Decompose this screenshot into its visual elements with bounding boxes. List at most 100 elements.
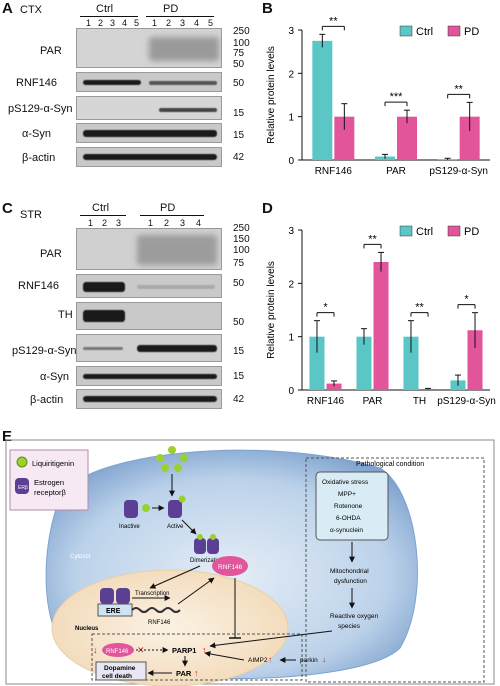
bar-pd <box>459 116 480 160</box>
transcription-label: Transcription <box>135 591 169 597</box>
par-label: PAR <box>176 669 192 678</box>
panel-c-row-th: TH <box>58 309 73 321</box>
y-tick-label: 0 <box>288 386 294 397</box>
y-tick-label: 3 <box>288 26 294 37</box>
parkin-label: parkin <box>300 657 318 664</box>
bar-pd <box>334 116 355 160</box>
svg-text:↑: ↑ <box>202 645 207 655</box>
ere-label: ERE <box>106 608 121 615</box>
panel-c-blot-th <box>76 302 222 330</box>
legend-swatch <box>399 225 413 237</box>
er-dimer-1 <box>194 538 206 554</box>
panel-a-row-bactin: β-actin <box>22 152 56 164</box>
ros-line-1: species <box>338 623 361 630</box>
panel-c-row-asyn: α-Syn <box>40 371 69 383</box>
panel-c-pd-label: PD <box>160 202 176 214</box>
panel-c-marker-75: 75 <box>233 258 245 269</box>
significance-label: *** <box>390 91 404 103</box>
panel-c-blot-par <box>76 228 222 270</box>
death-line-0: Dopamine <box>104 665 136 672</box>
panel-a-marker-75: 75 <box>233 48 245 59</box>
ligand-legend-icon <box>16 456 28 468</box>
category-label: PAR <box>386 166 406 177</box>
bar-ctrl <box>356 336 372 390</box>
stress-line-3: 6-OHDA <box>336 515 361 522</box>
diagram-e: Liquiritigenin ERβ Estrogen receptorβ In… <box>5 439 495 686</box>
inactive-label: Inactive <box>119 524 140 530</box>
er-active <box>168 500 182 518</box>
panel-c-blot-asyn <box>76 366 222 386</box>
significance-label: ** <box>415 302 424 314</box>
er-dimer-2 <box>207 538 219 554</box>
stress-line-2: Rotenone <box>334 503 363 510</box>
category-label: pS129-α-Syn <box>429 166 488 177</box>
panel-a-pd-label: PD <box>163 3 179 15</box>
legend-swatch <box>399 25 413 37</box>
panel-a-marker-15b: 15 <box>233 130 245 141</box>
svg-text:ERβ: ERβ <box>18 485 28 491</box>
category-label: RNF146 <box>315 166 353 177</box>
legend-label: PD <box>464 26 479 38</box>
y-tick-label: 3 <box>288 226 294 237</box>
panel-a-marker-100: 100 <box>233 38 250 49</box>
stress-box <box>315 471 389 541</box>
panel-c-ctrl-line <box>80 215 126 216</box>
svg-text:RNF146: RNF146 <box>106 649 129 655</box>
panel-c-marker-150: 150 <box>233 234 250 245</box>
mito-line-0: Mitochondrial <box>330 568 369 575</box>
significance-label: * <box>464 294 469 306</box>
death-box <box>95 661 147 681</box>
panel-a-marker-250: 250 <box>233 26 250 37</box>
panel-a-marker-15a: 15 <box>233 108 245 119</box>
panel-c-marker-50b: 50 <box>233 317 245 328</box>
receptor-legend-icon <box>15 478 29 494</box>
panel-c-ctrl-label: Ctrl <box>92 202 110 214</box>
panel-a-pd-line <box>146 16 214 17</box>
y-tick-label: 2 <box>288 279 294 290</box>
bar-pd <box>373 262 389 390</box>
death-line-1: cell death <box>102 673 132 680</box>
svg-text:↑: ↑ <box>194 668 199 678</box>
panel-a-row-par: PAR <box>40 45 62 57</box>
panel-a-ctrl-line <box>80 16 138 17</box>
panel-c-letter: C <box>2 200 13 217</box>
panel-c-row-par: PAR <box>40 248 62 260</box>
diagram-border <box>5 439 495 685</box>
aimp2-label: AIMP2 <box>248 657 268 664</box>
panel-a-row-rnf146: RNF146 <box>16 77 57 89</box>
panel-a-blot-ps129 <box>76 96 222 120</box>
stress-line-1: MPP+ <box>338 491 356 498</box>
y-tick-label: 1 <box>288 113 294 124</box>
panel-c-blot-ps129 <box>76 334 222 362</box>
panel-a-marker-50a: 50 <box>233 59 245 70</box>
svg-text:↓: ↓ <box>93 645 98 655</box>
bar-pd <box>397 116 417 160</box>
ros-line-0: Reactive oxygen <box>330 613 378 620</box>
bar-ctrl <box>309 336 325 390</box>
bar-ctrl <box>403 336 419 390</box>
legend-swatch <box>447 225 461 237</box>
panel-a-blot-bactin <box>76 147 222 167</box>
y-axis-label: Relative protein levels <box>266 261 277 359</box>
parp1-label: PARP1 <box>172 646 196 655</box>
significance-label: ** <box>454 83 463 95</box>
legend-label: Ctrl <box>416 26 433 38</box>
significance-label: ** <box>329 15 338 27</box>
panel-a-ctrl-label: Ctrl <box>96 3 114 15</box>
rnf146-small <box>102 643 134 657</box>
y-tick-label: 2 <box>288 69 294 80</box>
category-label: RNF146 <box>307 396 345 407</box>
legend-receptor-1: Estrogen <box>34 478 64 487</box>
panel-c-marker-42: 42 <box>233 394 245 405</box>
panel-a-blot-asyn <box>76 123 222 143</box>
panel-c-blot-rnf146 <box>76 274 222 298</box>
panel-e-letter: E <box>2 428 13 445</box>
rnf146-protein <box>212 556 248 576</box>
svg-text:↑: ↑ <box>268 655 272 664</box>
panel-c-pd-line <box>140 215 204 216</box>
legend-receptor-2: receptorβ <box>34 488 67 497</box>
panel-c-marker-100: 100 <box>233 245 250 256</box>
inner-dashed-box <box>91 633 303 681</box>
